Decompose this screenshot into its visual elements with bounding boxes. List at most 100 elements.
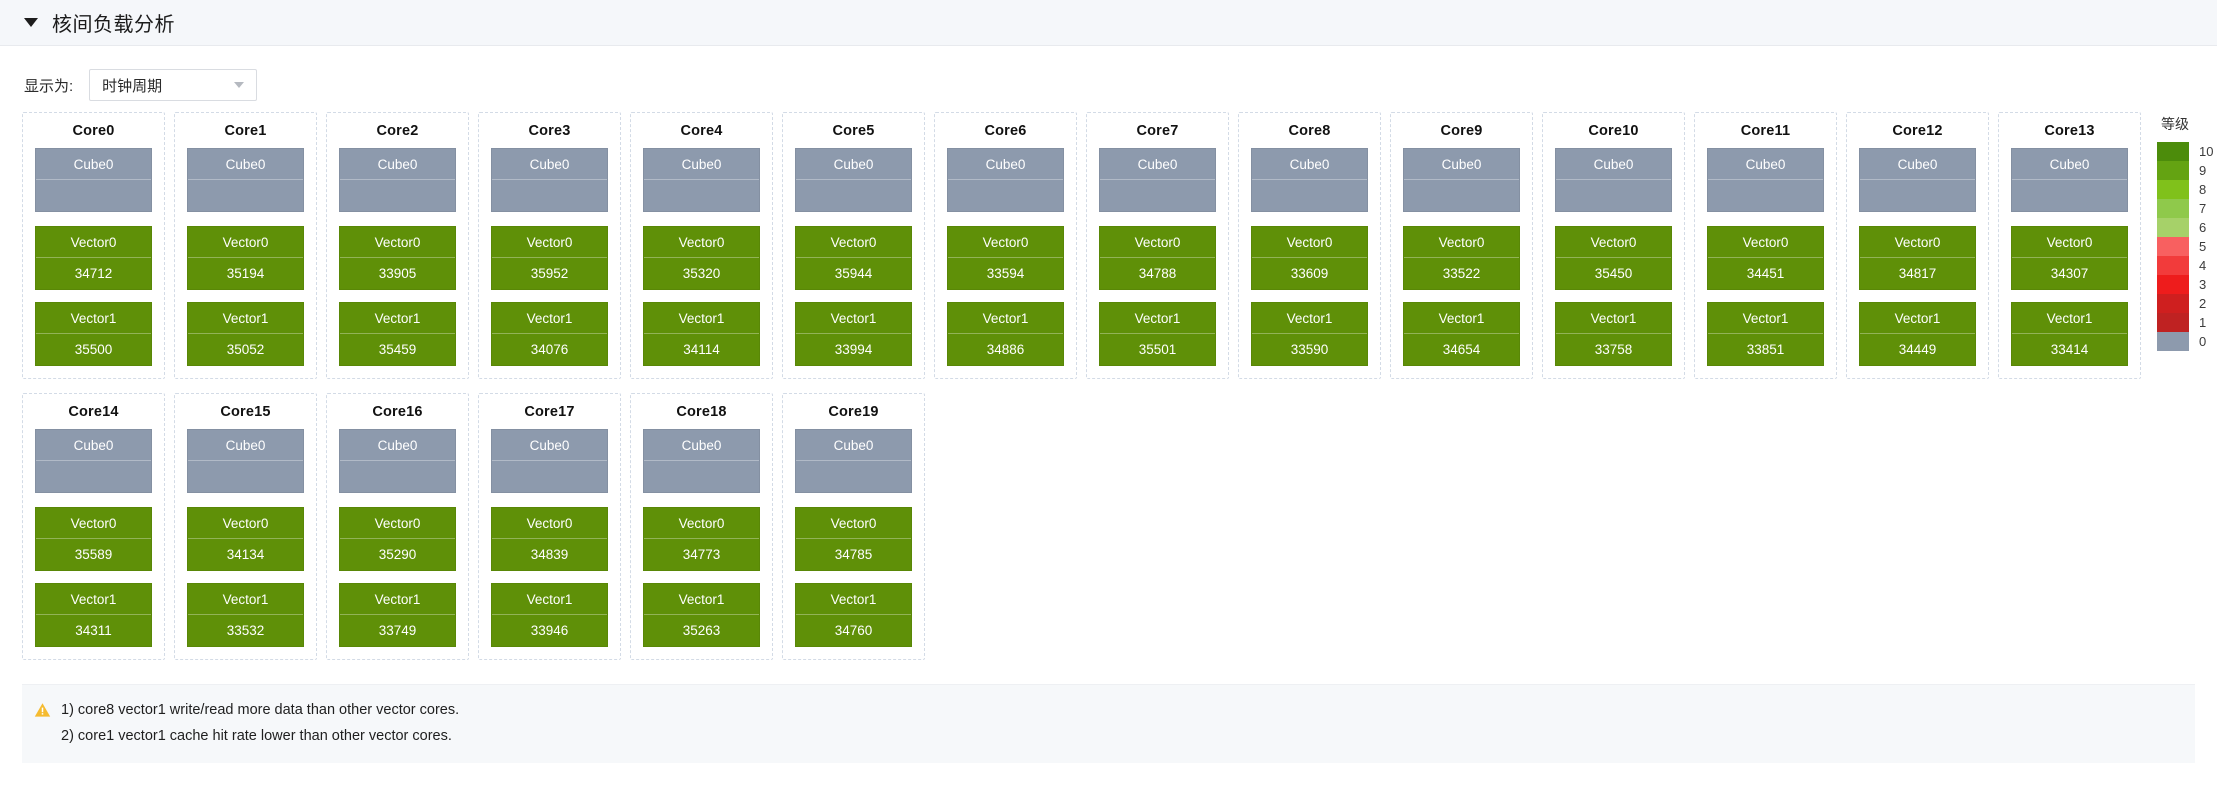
unit-block-cube0[interactable]: Cube0 [1099,148,1216,212]
unit-block-cube0[interactable]: Cube0 [339,148,456,212]
unit-block-cube0[interactable]: Cube0 [795,429,912,493]
unit-block-cube0[interactable]: Cube0 [795,148,912,212]
unit-block-cube0[interactable]: Cube0 [2011,148,2128,212]
unit-name: Vector1 [796,303,911,334]
unit-value: 35263 [682,623,721,638]
unit-name: Cube0 [796,149,911,180]
unit-block-vector0[interactable]: Vector0 35320 [643,226,760,290]
unit-block-cube0[interactable]: Cube0 [339,429,456,493]
unit-block-cube0[interactable]: Cube0 [1403,148,1520,212]
unit-name: Vector0 [1860,227,1975,258]
unit-block-cube0[interactable]: Cube0 [491,148,608,212]
unit-block-cube0[interactable]: Cube0 [643,148,760,212]
unit-value: 35320 [682,266,721,281]
unit-block-cube0[interactable]: Cube0 [1859,148,1976,212]
unit-block-cube0[interactable]: Cube0 [1707,148,1824,212]
unit-name: Vector1 [188,303,303,334]
legend-label: 6 [2199,220,2207,235]
unit-block-cube0[interactable]: Cube0 [35,429,152,493]
legend-swatch [2157,332,2189,351]
core-title: Core3 [528,123,571,139]
unit-block-cube0[interactable]: Cube0 [947,148,1064,212]
unit-block-cube0[interactable]: Cube0 [491,429,608,493]
legend-swatch [2157,180,2189,199]
unit-block-cube0[interactable]: Cube0 [1555,148,1672,212]
core-title: Core13 [2044,123,2095,139]
legend-swatch [2157,313,2189,332]
unit-name: Cube0 [188,430,303,461]
unit-value [492,461,607,492]
display-as-value: 时钟周期 [102,77,163,95]
unit-block-cube0[interactable]: Cube0 [1251,148,1368,212]
unit-name: Vector0 [2012,227,2127,258]
unit-name: Vector0 [644,227,759,258]
unit-block-cube0[interactable]: Cube0 [187,429,304,493]
unit-block-cube0[interactable]: Cube0 [35,148,152,212]
unit-block-cube0[interactable]: Cube0 [643,429,760,493]
caret-down-icon[interactable] [24,18,38,27]
display-as-select[interactable]: 时钟周期 [89,69,258,101]
unit-block-cube0[interactable]: Cube0 [187,148,304,212]
